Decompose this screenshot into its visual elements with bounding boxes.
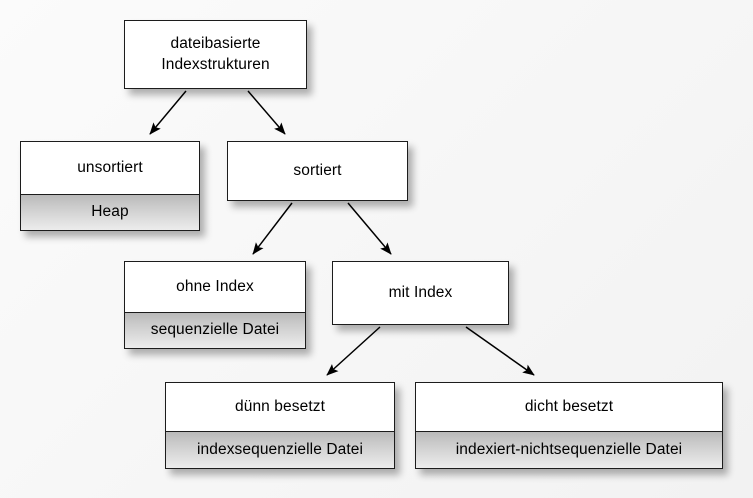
node-dicht-besetzt[interactable]: dicht besetzt indexiert-nichtsequenziell… — [415, 382, 723, 469]
node-mit-index-label: mit Index — [333, 262, 508, 324]
edge-sortiert-mit-index — [347, 202, 392, 255]
edge-sortiert-ohne-index — [252, 202, 293, 255]
node-dicht-besetzt-label: dicht besetzt — [416, 383, 722, 432]
node-ohne-index-label: ohne Index — [125, 262, 305, 313]
node-dicht-besetzt-sublabel: indexiert-nichtsequenzielle Datei — [416, 432, 722, 468]
node-duenn-besetzt-sublabel: indexsequenzielle Datei — [166, 432, 394, 468]
node-unsortiert-sublabel: Heap — [21, 195, 199, 230]
node-sortiert[interactable]: sortiert — [227, 141, 408, 201]
edge-mit-index-duenn — [326, 326, 381, 376]
edge-root-sortiert — [247, 90, 286, 135]
node-root-label-line2: Indexstrukturen — [161, 55, 270, 73]
node-root-label-line1: dateibasierte — [170, 35, 261, 53]
node-ohne-index-sublabel: sequenzielle Datei — [125, 313, 305, 348]
node-duenn-besetzt-label: dünn besetzt — [166, 383, 394, 432]
node-dateibasierte-indexstrukturen[interactable]: dateibasierte Indexstrukturen — [124, 20, 307, 89]
node-unsortiert[interactable]: unsortiert Heap — [20, 141, 200, 231]
node-unsortiert-label: unsortiert — [21, 142, 199, 195]
node-mit-index[interactable]: mit Index — [332, 261, 509, 325]
node-duenn-besetzt[interactable]: dünn besetzt indexsequenzielle Datei — [165, 382, 395, 469]
node-ohne-index[interactable]: ohne Index sequenzielle Datei — [124, 261, 306, 349]
node-sortiert-label: sortiert — [228, 142, 407, 200]
node-root-label: dateibasierte Indexstrukturen — [125, 21, 306, 88]
edge-mit-index-dicht — [465, 326, 535, 376]
edge-root-unsortiert — [149, 90, 187, 135]
